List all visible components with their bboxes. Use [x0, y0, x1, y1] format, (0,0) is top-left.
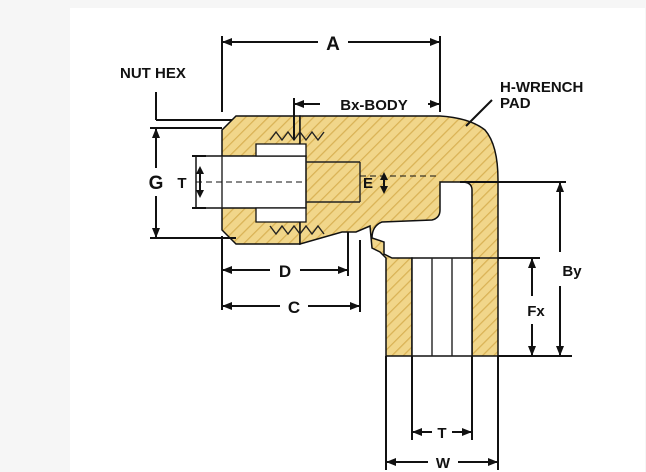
- label-pad: PAD: [500, 95, 531, 112]
- dimension-lines: [150, 36, 572, 470]
- label-w: W: [436, 455, 451, 472]
- thread-top: [269, 130, 325, 142]
- dimension-labels: A NUT HEX Bx-BODY H-WRENCH PAD G T E By …: [120, 34, 583, 472]
- ferrule-bottom: [255, 207, 307, 223]
- diagram-panel: [70, 8, 645, 472]
- socket-right-wall: [471, 257, 499, 357]
- label-t-left: T: [177, 175, 186, 192]
- label-d: D: [279, 262, 291, 281]
- label-c: C: [288, 298, 300, 317]
- label-h-wrench: H-WRENCH: [500, 79, 583, 96]
- label-e: E: [363, 175, 373, 192]
- label-by: By: [562, 263, 582, 280]
- label-fx: Fx: [527, 303, 545, 320]
- label-nut-hex: NUT HEX: [120, 65, 186, 82]
- socket-bore: [411, 257, 473, 357]
- label-g: G: [149, 173, 164, 194]
- label-t-bottom: T: [437, 425, 446, 442]
- label-a: A: [326, 34, 340, 55]
- fitting-body: [195, 115, 499, 357]
- ferrule-top: [255, 143, 307, 157]
- elbow-body: [299, 115, 499, 357]
- label-bx-body: Bx-BODY: [340, 97, 408, 114]
- thread-bottom: [269, 224, 325, 236]
